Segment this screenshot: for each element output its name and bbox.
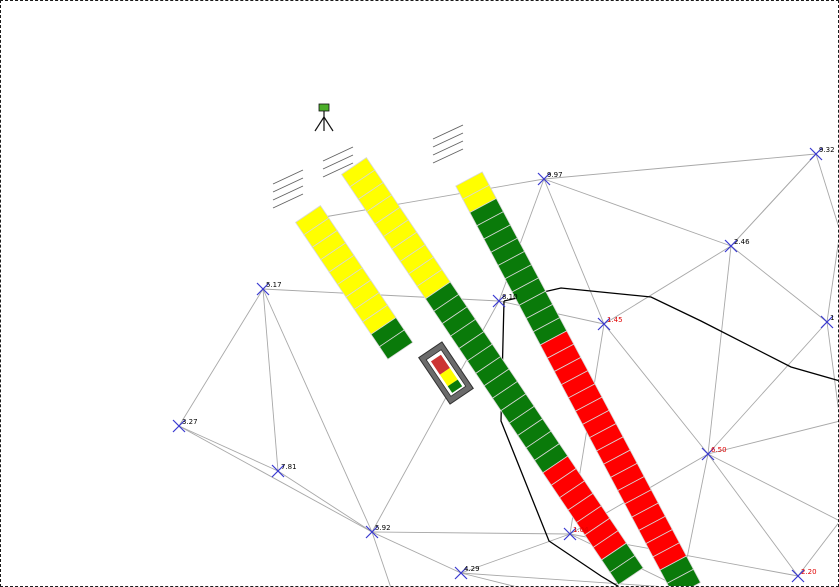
strip-segment [609,554,644,586]
total-station-tripod-icon[interactable] [314,103,334,132]
approach-hatch [322,146,354,178]
tin-edge [262,288,373,533]
tin-edge [460,572,659,586]
survey-point[interactable]: 2.46 [724,238,750,253]
survey-point[interactable]: 1 [820,314,834,329]
point-label: 4.29 [464,565,480,573]
survey-points: 9.97 9.32 2.46 5.17 8.10 1.45 1 3.27 7.81 6.50 5.9… [172,146,835,583]
tin-edge [730,153,817,247]
point-label: 7.81 [281,463,297,471]
point-label: 5.92 [375,524,391,532]
triangulation-lines [178,153,838,586]
approach-hatch [272,169,304,209]
tin-edge [707,453,799,577]
tin-edge [178,288,264,427]
survey-point[interactable]: 1.45 [597,316,623,331]
tin-edge [543,153,817,180]
survey-point[interactable]: 1.04 [563,526,589,541]
tin-edge [543,178,605,325]
point-label: 8.10 [502,293,518,301]
tin-edge [543,178,732,247]
point-label: 6.50 [711,446,727,454]
boundary-line-top [503,287,838,382]
pass-strip-left [295,205,414,360]
tin-edge [178,425,373,533]
pass-strips [272,124,702,586]
survey-point[interactable]: 3.27 [172,418,198,433]
tin-edge [707,321,828,455]
point-label: 1 [830,314,834,322]
tin-edge [460,533,571,574]
tin-edge [371,531,571,535]
survey-point[interactable]: 9.97 [537,171,563,186]
tin-edge [707,245,732,455]
point-label: 2.20 [801,568,817,576]
strip-segment [378,329,414,360]
approach-hatch [432,124,464,164]
tin-edge [262,288,279,472]
tin-edge [178,425,279,472]
strip-segment [666,568,702,586]
survey-point[interactable]: 9.32 [809,146,835,161]
survey-point[interactable]: 8.10 [492,293,518,308]
tin-edge [603,323,709,455]
tin-edge [707,421,838,455]
survey-point[interactable]: 4.29 [454,565,480,580]
survey-point[interactable]: 2.20 [791,568,817,583]
tin-edge [797,522,838,577]
point-label: 9.32 [819,146,835,154]
point-label: 3.27 [182,418,198,426]
tin-edge [603,245,732,325]
tin-edge [826,321,838,410]
tin-edge [371,531,462,574]
tin-edge [460,572,515,586]
point-label: 2.46 [734,238,750,246]
point-label: 1.04 [573,526,589,534]
tin-edge [277,470,373,533]
pass-strip-right [455,171,702,586]
point-label: 5.17 [266,281,282,289]
tin-edge [826,241,838,323]
point-label: 9.97 [547,171,563,179]
tin-edge [815,153,838,227]
point-label: 1.45 [607,316,623,324]
survey-point[interactable]: 5.92 [365,524,391,539]
tin-edge [707,453,838,521]
tin-edge [371,531,391,586]
tin-edge [300,178,545,222]
machine-vehicle-icon[interactable] [418,341,474,405]
survey-point[interactable]: 6.50 [701,446,727,461]
survey-point[interactable]: 7.81 [271,463,297,478]
tin-edge [730,245,828,323]
pass-strip-middle [341,157,644,586]
survey-point[interactable]: 5.17 [256,281,282,296]
